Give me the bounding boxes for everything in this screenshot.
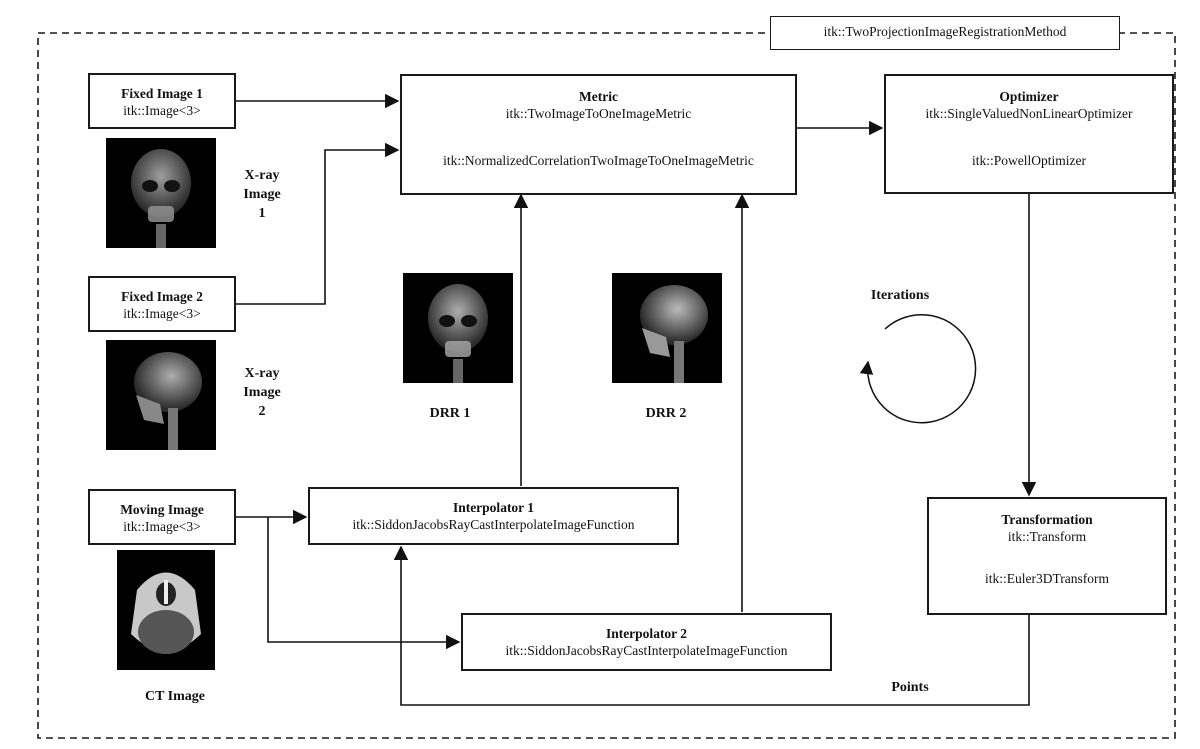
registration-method-boundary [37,32,1176,739]
xray-image-1-label-line: 1 [258,206,266,221]
registration-method-title: itk::TwoProjectionImageRegistrationMetho… [770,16,1120,50]
fixed-image-2-type: itk::Image<3> [123,306,201,321]
xray-image-2 [106,340,216,450]
interpolator-1-title: Interpolator 1 [452,500,535,515]
moving-image-box: Moving Image itk::Image<3> [88,489,236,545]
drr-2-label: DRR 2 [645,406,687,421]
xray-image-2-label: X-ray Image 2 [232,364,292,421]
ct-image [117,550,215,670]
drr-image-2 [612,273,722,383]
interpolator-1-impl-class: itk::SiddonJacobsRayCastInterpolateImage… [352,517,635,532]
arrow-fixed2-to-metric [236,142,400,305]
xray-image-2-label-line: X-ray [244,366,280,381]
xray-image-2-label-line: Image [243,385,281,400]
optimizer-box: Optimizer itk::SingleValuedNonLinearOpti… [884,74,1174,194]
interpolator-2-impl-class: itk::SiddonJacobsRayCastInterpolateImage… [505,643,788,658]
xray-image-1-label-line: Image [243,187,281,202]
xray-image-1-label: X-ray Image 1 [232,166,292,223]
optimizer-title: Optimizer [999,89,1059,104]
points-label: Points [891,680,929,695]
fixed-image-2-box: Fixed Image 2 itk::Image<3> [88,276,236,332]
arrow-points-transform-to-interp1 [393,545,1030,706]
transformation-title: Transformation [1001,512,1093,527]
drr-1-label: DRR 1 [429,406,471,421]
ct-image-label: CT Image [144,689,206,704]
fixed-image-2-title: Fixed Image 2 [121,289,203,304]
xray-image-2-label-line: 2 [258,404,266,419]
metric-base-class: itk::TwoImageToOneImageMetric [505,106,692,121]
metric-impl-class: itk::NormalizedCorrelationTwoImageToOneI… [443,153,754,168]
xray-image-1 [106,138,216,248]
transformation-box: Transformation itk::Transform itk::Euler… [927,497,1167,615]
transformation-base-class: itk::Transform [1007,529,1087,544]
interpolator-2-title: Interpolator 2 [605,626,688,641]
metric-title: Metric [579,89,618,104]
iterations-cycle-arrow [859,314,977,424]
moving-image-type: itk::Image<3> [123,519,201,534]
metric-box: Metric itk::TwoImageToOneImageMetric itk… [400,74,797,195]
fixed-image-1-box: Fixed Image 1 itk::Image<3> [88,73,236,129]
arrow-moving-to-interp2 [267,517,461,650]
moving-image-title: Moving Image [120,502,204,517]
interpolator-2-box: Interpolator 2 itk::SiddonJacobsRayCastI… [461,613,832,671]
optimizer-impl-class: itk::PowellOptimizer [972,153,1086,168]
interpolator-1-box: Interpolator 1 itk::SiddonJacobsRayCastI… [308,487,679,545]
drr-image-1 [403,273,513,383]
fixed-image-1-type: itk::Image<3> [123,103,201,118]
xray-image-1-label-line: X-ray [244,168,280,183]
iterations-label: Iterations [870,288,930,303]
transformation-impl-class: itk::Euler3DTransform [985,571,1109,586]
optimizer-base-class: itk::SingleValuedNonLinearOptimizer [925,106,1133,121]
fixed-image-1-title: Fixed Image 1 [121,86,203,101]
